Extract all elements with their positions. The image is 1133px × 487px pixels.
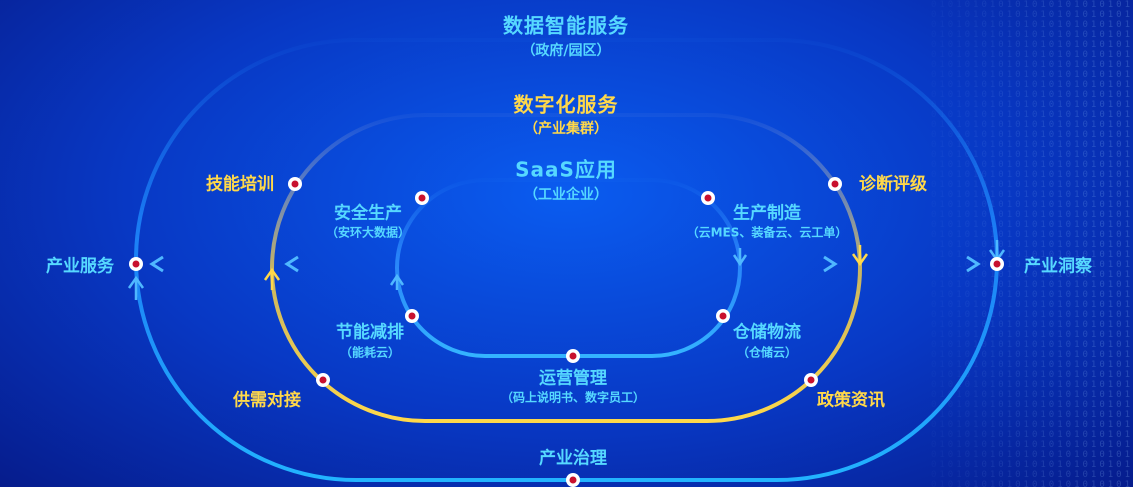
flow-arrowhead-left-1 bbox=[284, 255, 299, 273]
node-supply-demand: 供需对接 bbox=[233, 390, 301, 411]
node-skill-training: 技能培训 bbox=[206, 174, 274, 195]
node-industry-insight: 产业洞察 bbox=[1024, 256, 1092, 277]
inner-ring bbox=[395, 178, 742, 358]
node-operations-subtitle: （码上说明书、数字员工） bbox=[500, 390, 646, 405]
node-safety-title: 安全生产 bbox=[334, 203, 402, 224]
node-dot-safety bbox=[415, 191, 429, 205]
outer-ring-subtitle: （政府/园区） bbox=[521, 43, 611, 59]
node-energy-subtitle: （能耗云） bbox=[339, 345, 401, 360]
middle-ring-subtitle: （产业集群） bbox=[524, 121, 608, 137]
inner-ring-subtitle: （工业企业） bbox=[524, 187, 608, 203]
node-dot-industry-insight bbox=[990, 257, 1004, 271]
node-dot-manufacturing bbox=[701, 191, 715, 205]
inner-ring-arrow-right bbox=[732, 248, 748, 267]
node-dot-logistics bbox=[716, 309, 730, 323]
node-dot-supply-demand bbox=[316, 373, 330, 387]
node-operations-title: 运营管理 bbox=[539, 368, 607, 389]
middle-ring-arrow-right bbox=[851, 245, 869, 267]
node-policy-info: 政策资讯 bbox=[817, 390, 885, 411]
node-diagnosis-rating: 诊断评级 bbox=[859, 174, 927, 195]
flow-arrowhead-right-2 bbox=[966, 255, 981, 273]
node-logistics-subtitle: （仓储云） bbox=[736, 345, 798, 360]
node-logistics-title: 仓储物流 bbox=[733, 322, 801, 343]
node-dot-industry-governance bbox=[566, 473, 580, 487]
node-safety-subtitle: （安环大数据） bbox=[325, 225, 411, 240]
node-manufacturing-subtitle: （云MES、装备云、云工单） bbox=[686, 225, 848, 240]
node-industry-service: 产业服务 bbox=[46, 256, 114, 277]
node-dot-energy bbox=[405, 309, 419, 323]
node-manufacturing-title: 生产制造 bbox=[733, 203, 801, 224]
node-dot-policy-info bbox=[804, 373, 818, 387]
node-dot-skill-training bbox=[288, 177, 302, 191]
outer-ring-title: 数据智能服务 bbox=[503, 13, 629, 38]
binary-pattern-decoration: 010101010101010101010101 010101010101010… bbox=[930, 0, 1133, 487]
node-industry-governance: 产业治理 bbox=[539, 448, 607, 469]
flow-arrowhead-left-2 bbox=[149, 255, 164, 273]
node-dot-diagnosis-rating bbox=[828, 177, 842, 191]
outer-ring-arrow-left bbox=[127, 275, 145, 300]
inner-ring-arrow-left bbox=[389, 273, 405, 290]
middle-ring-title: 数字化服务 bbox=[513, 92, 619, 117]
middle-ring-arrow-left bbox=[263, 267, 281, 290]
node-dot-industry-service bbox=[129, 257, 143, 271]
inner-ring-title: SaaS应用 bbox=[515, 157, 617, 182]
node-dot-operations bbox=[566, 349, 580, 363]
flow-arrowhead-right-1 bbox=[823, 255, 838, 273]
node-energy-title: 节能减排 bbox=[336, 322, 404, 343]
